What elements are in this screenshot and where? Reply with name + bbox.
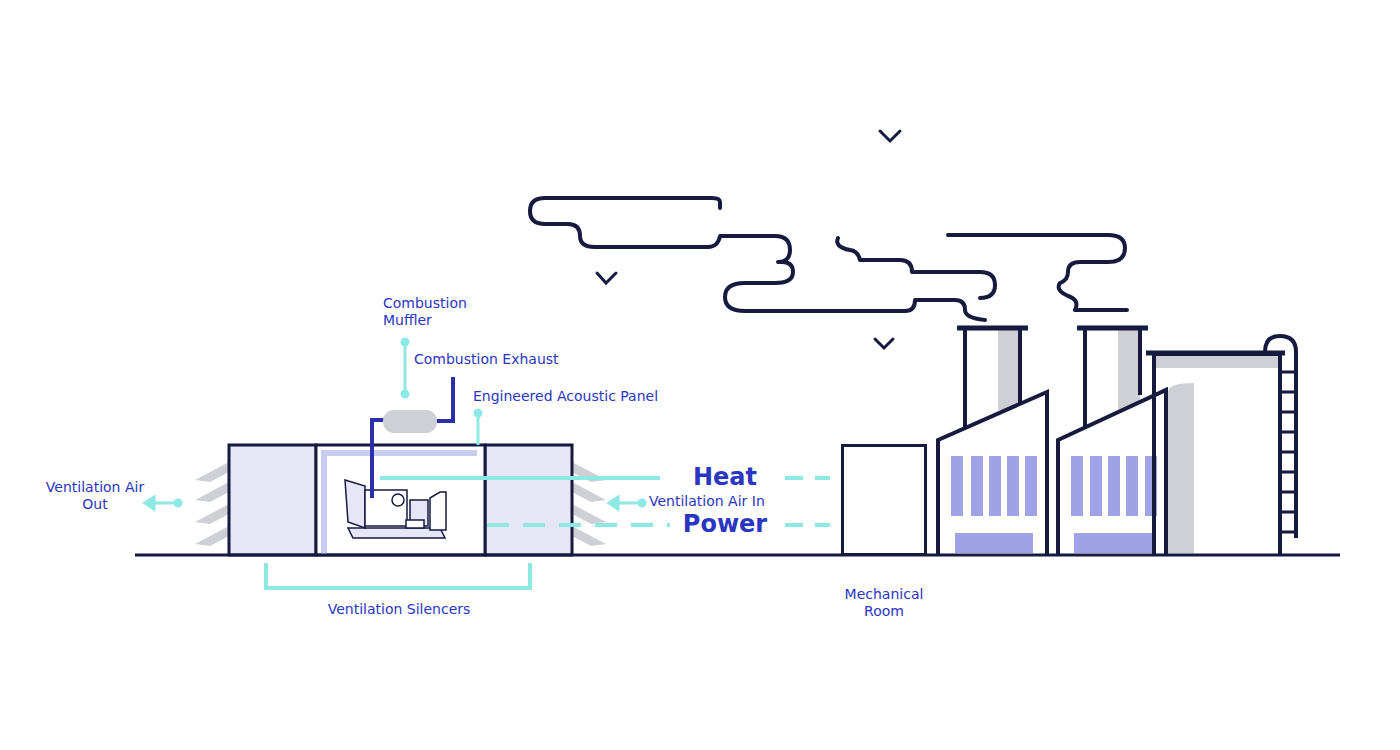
silencer-bracket	[266, 563, 530, 588]
flow-label: Heat	[685, 463, 765, 491]
callout-label: Combustion Exhaust	[414, 351, 614, 368]
mechanical-room-box: Mechanical Room	[841, 444, 927, 556]
callout-label: Ventilation Silencers	[289, 601, 509, 618]
smoke-clouds	[530, 198, 1127, 320]
factory-buildings	[938, 328, 1296, 555]
callout-label: Engineered Acoustic Panel	[473, 388, 713, 405]
ground-line	[135, 554, 1340, 557]
muffler	[383, 410, 437, 433]
airflow-arrows	[145, 497, 645, 509]
room-label: Mechanical Room	[829, 586, 939, 620]
generator-set	[345, 480, 446, 538]
birds	[597, 131, 900, 348]
callout-label: Ventilation Air In	[649, 493, 809, 510]
callout-label: Combustion Muffler	[383, 295, 483, 329]
flow-label: Power	[675, 510, 775, 538]
callout-label: Ventilation Air Out	[45, 479, 145, 513]
generator-enclosure	[229, 445, 572, 555]
